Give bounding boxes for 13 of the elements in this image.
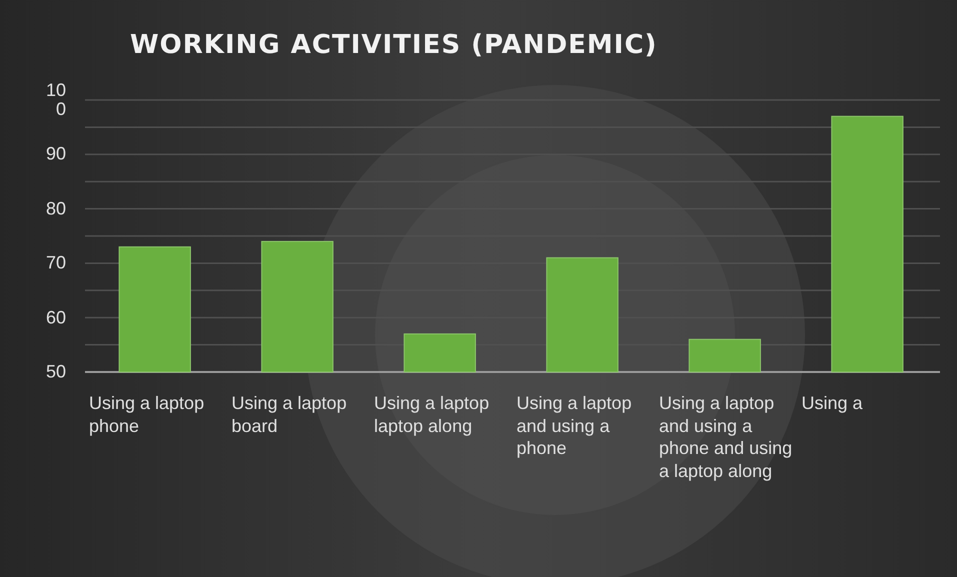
chart-title: WORKING ACTIVITIES (PANDEMIC) <box>130 30 658 60</box>
category-label: Using a laptop board <box>232 392 348 437</box>
category-label: Using a laptop laptop along <box>374 392 490 437</box>
category-label: Using a laptop and using a phone <box>516 392 633 460</box>
y-tick-label: 80 <box>44 199 66 218</box>
y-tick-label: 60 <box>44 308 66 328</box>
y-tick-label: 10 0 <box>44 81 66 119</box>
category-label: Using a laptop and using a phone and using a laptop along <box>659 392 794 482</box>
y-tick-label: 50 <box>44 362 66 382</box>
y-tick-label: 90 <box>44 144 66 164</box>
y-tick-label: 70 <box>44 254 66 273</box>
category-label: Using a laptop phone <box>89 392 206 437</box>
category-label: Using a <box>802 392 864 414</box>
